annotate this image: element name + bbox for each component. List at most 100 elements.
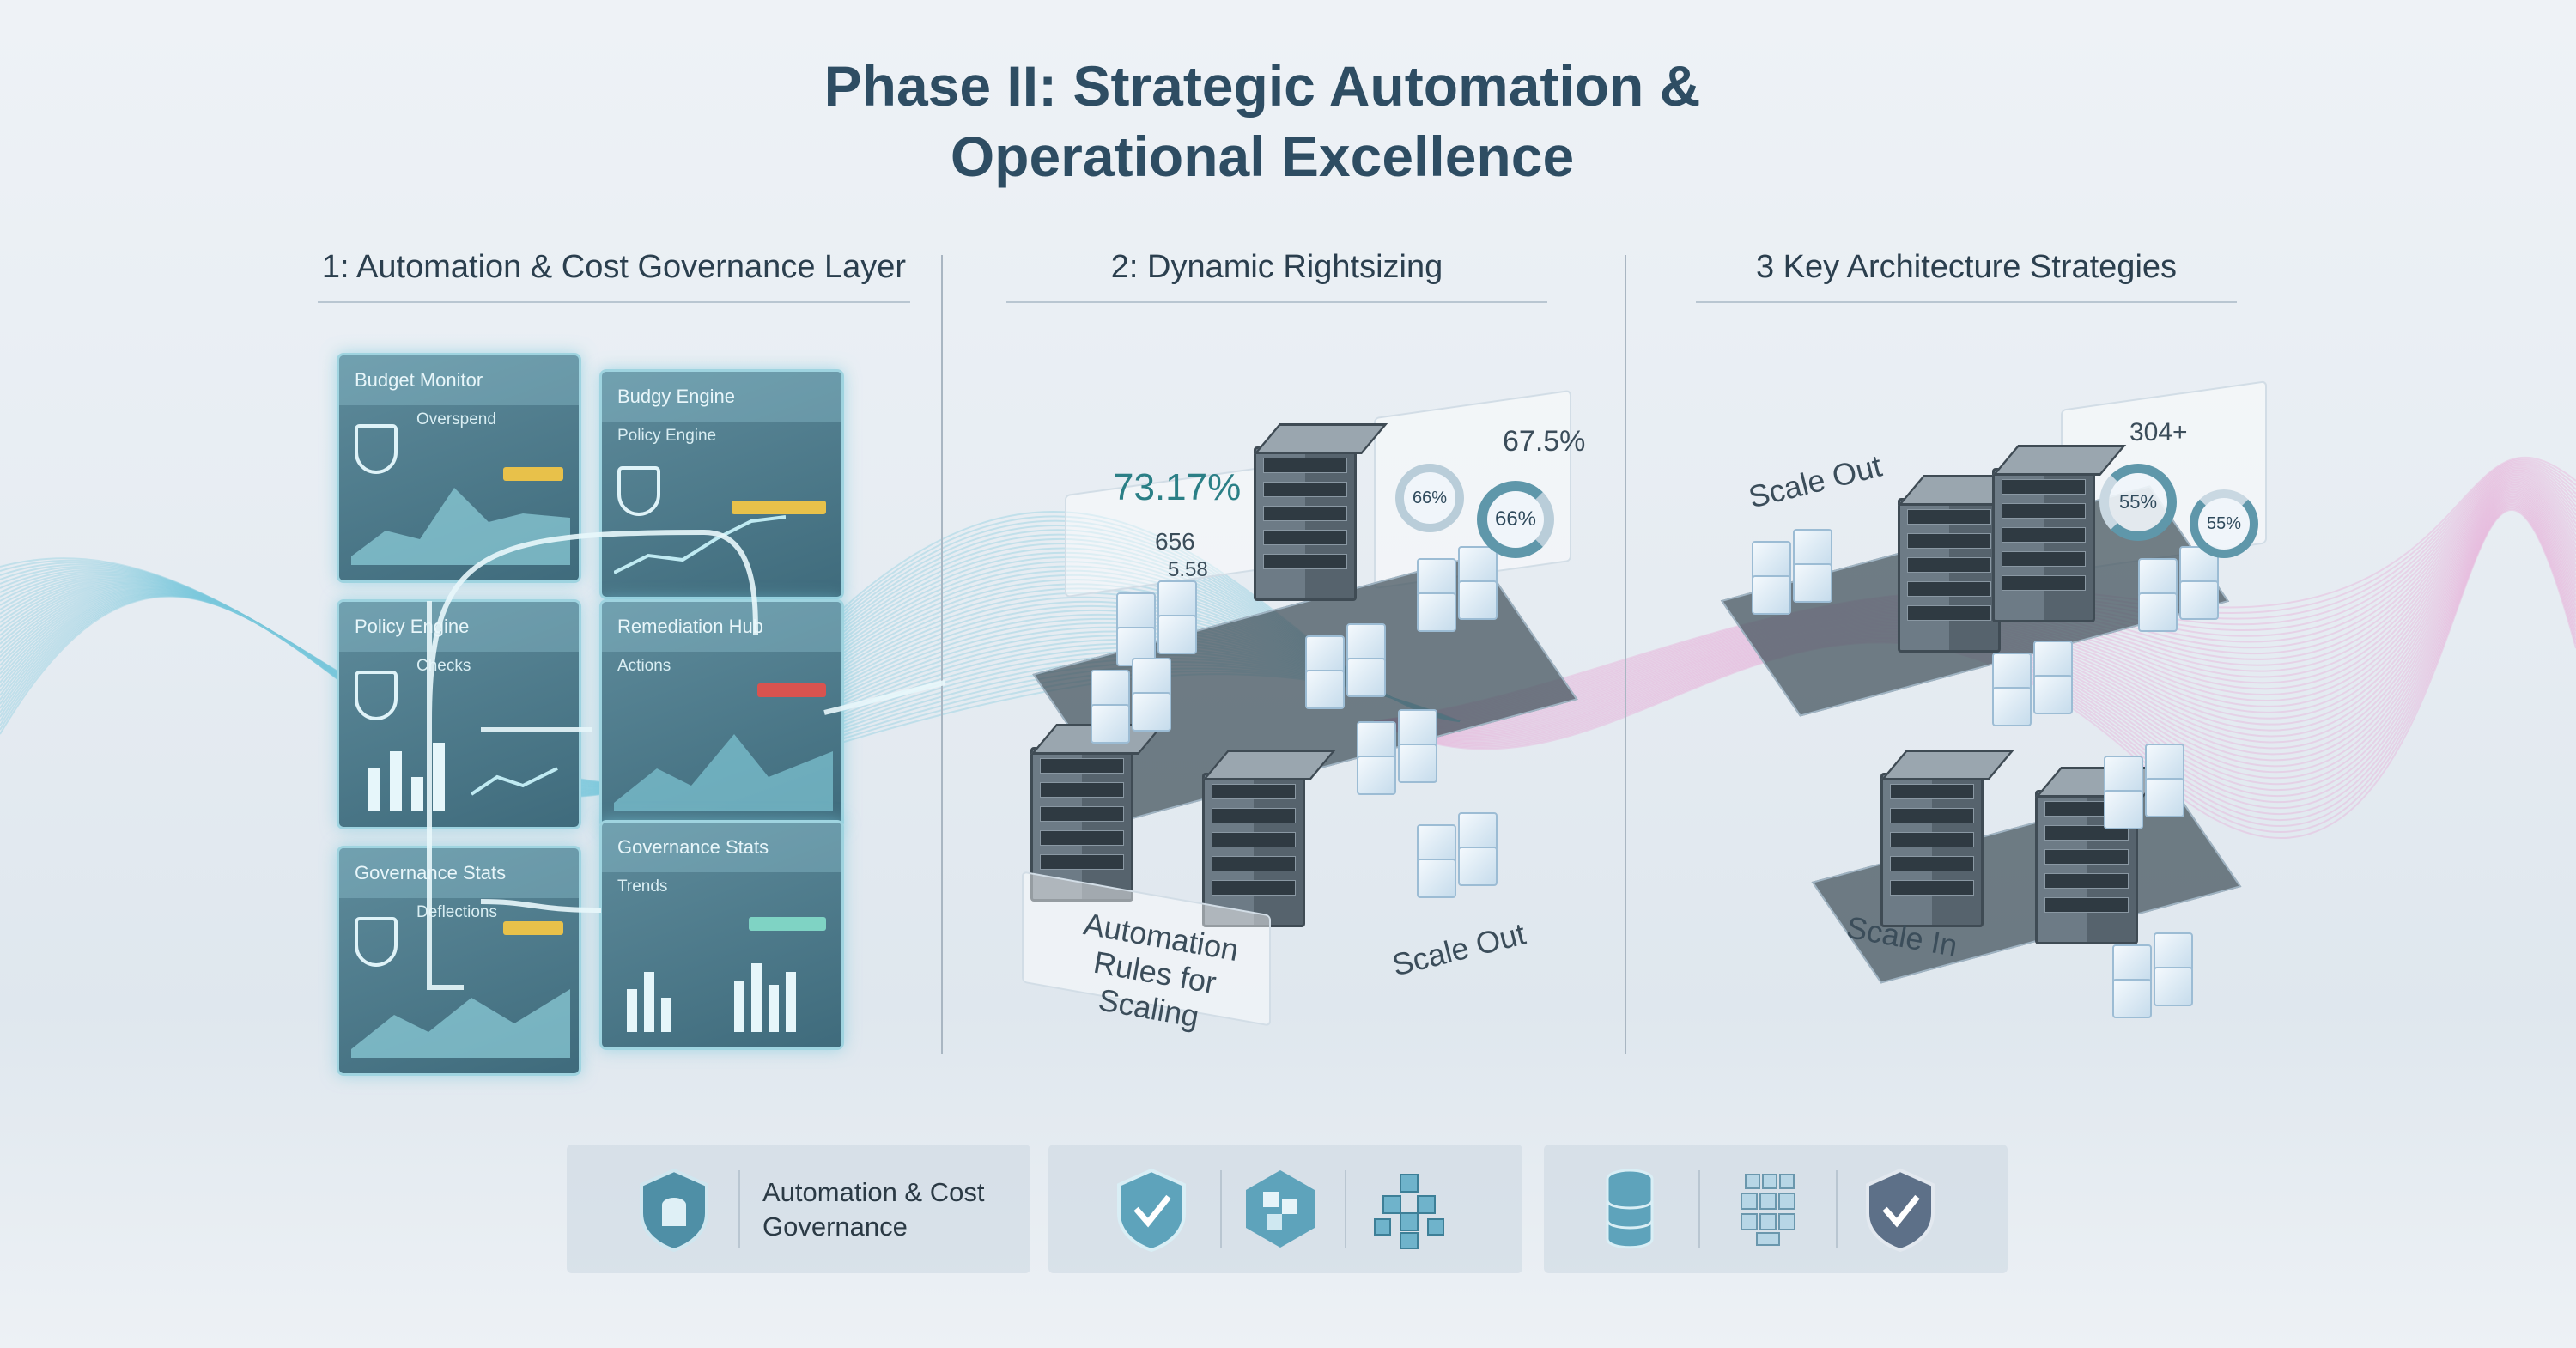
legend-group-governance: Automation & Cost Governance: [567, 1145, 1030, 1273]
compute-cube-icon: [1417, 592, 1456, 632]
wave-line: [1373, 477, 2576, 726]
panel-subtitle: Actions: [617, 657, 671, 675]
wave-line: [1373, 480, 2576, 726]
compute-cube-icon: [1116, 592, 1156, 632]
compute-cube-icon: [1752, 575, 1791, 615]
shield-check-icon: [1117, 1168, 1186, 1252]
wave-line: [1373, 475, 2576, 724]
compute-cube-icon: [1458, 812, 1498, 852]
shield-icon: [355, 424, 398, 474]
compute-cube-icon: [1305, 670, 1345, 709]
wave-line: [1373, 503, 2576, 816]
shield-icon: [617, 466, 660, 516]
panel-subtitle: Policy Engine: [617, 427, 717, 445]
wave-line: [1373, 468, 2576, 722]
database-icon: [1606, 1169, 1654, 1249]
compute-cube-icon: [2033, 641, 2073, 680]
panel-title: Budget Monitor: [339, 355, 579, 405]
compute-cube-icon: [2138, 592, 2178, 632]
compute-cube-icon: [1793, 563, 1832, 603]
progress-tag: [749, 917, 826, 931]
compute-cube-icon: [2112, 979, 2152, 1018]
panel-subtitle: Overspend: [416, 410, 496, 428]
server-rack-icon: [1880, 773, 1984, 927]
page-title-line2: Operational Excellence: [950, 124, 1575, 188]
area-chart-icon: [614, 734, 833, 811]
bar-chart-icon: [368, 743, 558, 811]
wave-line: [1373, 479, 2576, 726]
metric-value: 656: [1155, 528, 1195, 555]
panel-title: Governance Stats: [339, 848, 579, 898]
wave-line: [1373, 471, 2576, 723]
server-rack-icon: [1254, 446, 1357, 601]
line-chart-icon: [614, 515, 786, 574]
area-chart-icon: [351, 989, 570, 1058]
cube-network-icon: [1374, 1174, 1444, 1249]
column-divider: [941, 255, 943, 1054]
compute-cube-icon: [2104, 790, 2143, 829]
shield-icon: [355, 671, 398, 720]
bar-chart-icon: [627, 963, 796, 1032]
wave-line: [1373, 495, 2576, 780]
compute-cube-icon: [1357, 756, 1396, 795]
wave-line: [1373, 506, 2576, 828]
compute-cube-icon: [1417, 824, 1456, 864]
compute-cube-icon: [1417, 859, 1456, 898]
wave-line: [1373, 487, 2576, 738]
separator: [1220, 1170, 1222, 1248]
cube-stack-icon: [1741, 1174, 1795, 1246]
server-rack-icon: [1992, 468, 2095, 622]
compute-cube-icon: [1458, 580, 1498, 620]
alert-tag: [732, 501, 826, 514]
metric-value: 304+: [2129, 418, 2188, 446]
column-divider: [1625, 255, 1626, 1054]
shield-check-dark-icon: [1866, 1168, 1935, 1252]
column-heading-2: 2: Dynamic Rightsizing: [1006, 249, 1547, 303]
compute-cube-icon: [2154, 967, 2193, 1006]
compute-cube-icon: [2145, 744, 2184, 783]
server-rack-icon: [1898, 498, 2001, 653]
compute-cube-icon: [1992, 653, 2032, 692]
wave-line: [1373, 470, 2576, 723]
workflow-arrows: [427, 529, 945, 990]
separator: [1345, 1170, 1346, 1248]
shield-database-icon: [640, 1168, 708, 1252]
panel-subtitle: Trends: [617, 877, 668, 896]
wave-line: [1373, 497, 2576, 786]
compute-cube-icon: [1132, 658, 1171, 697]
wave-line: [1373, 476, 2576, 725]
compute-cube-icon: [1091, 704, 1130, 744]
wave-line: [1373, 495, 2576, 774]
donut-gauge: 55%: [2190, 489, 2258, 558]
column-heading-1: 1: Automation & Cost Governance Layer: [318, 249, 910, 303]
compute-cube-icon: [1992, 687, 2032, 726]
compute-cube-icon: [1132, 692, 1171, 732]
page-title-line1: Phase II: Strategic Automation &: [823, 54, 1701, 118]
legend-text: Automation & Cost Governance: [762, 1177, 985, 1242]
panel-title: Policy Engine: [339, 602, 579, 652]
separator: [1836, 1170, 1838, 1248]
legend-group-rightsizing: [1048, 1145, 1522, 1273]
server-rack-icon: [1030, 747, 1133, 902]
compute-cube-icon: [2033, 675, 2073, 714]
compute-cube-icon: [1346, 658, 1386, 697]
alert-tag: [757, 683, 826, 697]
utilization-metric: 73.17%: [1113, 466, 1242, 508]
wave-line: [1373, 482, 2576, 727]
wave-line: [1373, 508, 2576, 839]
donut-gauge: 66%: [1395, 464, 1464, 532]
shield-icon: [355, 917, 398, 967]
compute-cube-icon: [1157, 580, 1197, 620]
separator: [738, 1170, 740, 1248]
donut-gauge: 55%: [2099, 464, 2177, 541]
compute-cube-icon: [2145, 778, 2184, 817]
separator: [1698, 1170, 1700, 1248]
wave-line: [1373, 473, 2576, 724]
metric-value: 5.58: [1168, 558, 1208, 581]
wave-line: [1373, 483, 2576, 728]
compute-cube-icon: [1157, 615, 1197, 654]
wave-line: [1373, 498, 2576, 792]
